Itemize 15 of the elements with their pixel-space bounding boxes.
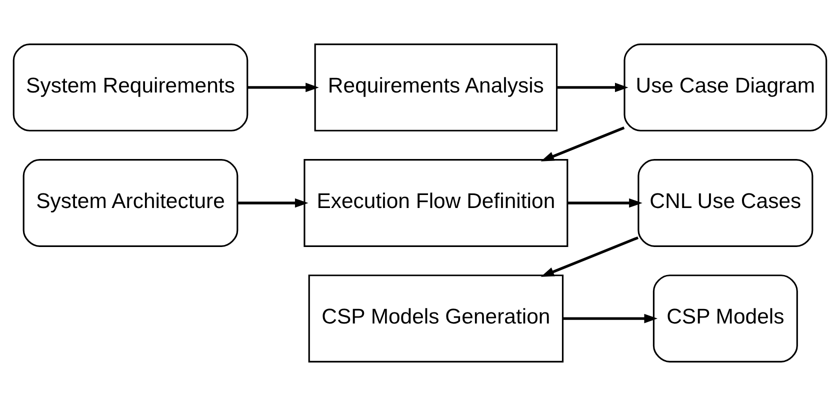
arrow (556, 82, 628, 92)
node-box: System Requirements (12, 43, 248, 131)
node-box: CNL Use Cases (638, 158, 814, 246)
node-box: Use Case Diagram (624, 43, 828, 131)
arrow (563, 313, 658, 323)
node-box: Execution Flow Definition (304, 158, 568, 246)
arrow (248, 82, 319, 92)
arrow (238, 198, 308, 208)
node-box: System Architecture (22, 158, 238, 246)
node-box: CSP Models Generation (308, 274, 564, 362)
node-box: CSP Models (652, 274, 798, 362)
arrow (540, 236, 639, 276)
arrow (568, 198, 642, 208)
node-box: Requirements Analysis (314, 43, 558, 131)
arrow (540, 126, 625, 161)
